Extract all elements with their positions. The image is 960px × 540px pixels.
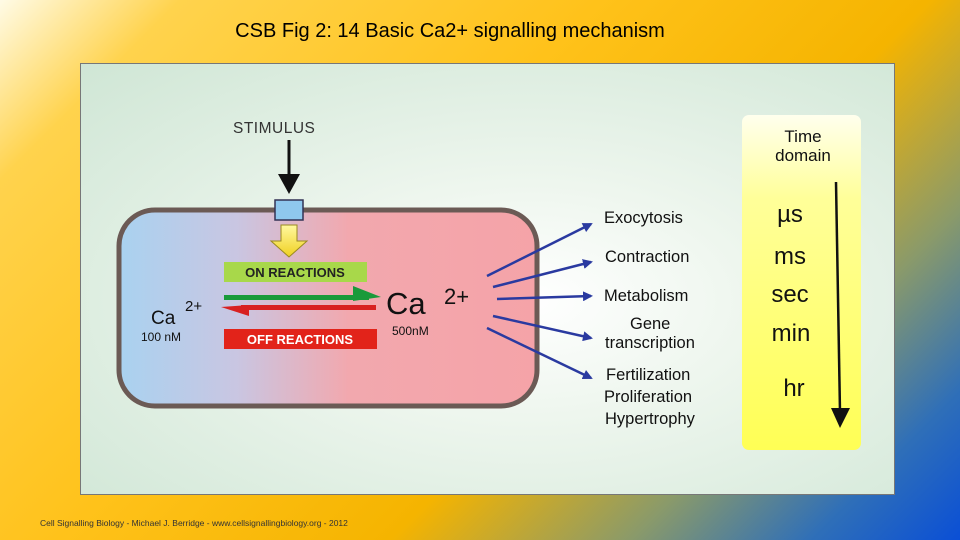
time-arrow-shaft — [834, 181, 842, 413]
output-arrow-fertilization — [486, 326, 593, 380]
output-labels: Exocytosis Contraction Metabolism Gene t… — [604, 209, 696, 428]
off-reactions-label: OFF REACTIONS — [247, 332, 353, 347]
output-arrow-metabolism — [496, 291, 593, 302]
output-arrow-gene-transcription — [492, 314, 593, 342]
red-arrow-head — [221, 305, 249, 316]
on-reactions-bar — [224, 262, 367, 282]
receptor-box — [274, 199, 304, 221]
ca-active-symbol: Ca — [386, 286, 426, 321]
output-label-proliferation: Proliferation — [604, 388, 692, 406]
footer-credit: Cell Signalling Biology - Michael J. Ber… — [40, 518, 348, 528]
output-label-transcription: transcription — [605, 334, 695, 352]
ca-active-charge: 2+ — [444, 284, 469, 309]
time-domain-panel — [742, 115, 861, 450]
diagram-svg: STIMULUS ON REACTIONS OFF REACTIONS Ca 2… — [116, 115, 861, 450]
output-label-fertilization: Fertilization — [606, 366, 690, 384]
time-unit-minutes: min — [772, 320, 811, 347]
output-label-contraction: Contraction — [605, 248, 689, 266]
green-arrow-head — [353, 286, 381, 301]
time-unit-seconds: sec — [771, 281, 808, 308]
off-reactions-bar — [224, 329, 377, 349]
output-label-metabolism: Metabolism — [604, 287, 688, 305]
time-arrow-head — [831, 408, 850, 428]
time-unit-microseconds: µs — [777, 201, 803, 228]
time-unit-hours: hr — [783, 375, 804, 402]
output-arrow-contraction — [492, 259, 593, 289]
red-arrow-shaft — [241, 305, 376, 310]
time-unit-milliseconds: ms — [774, 243, 806, 270]
time-domain-title-1: Time — [784, 127, 821, 146]
ca-rest-concentration: 100 nM — [141, 330, 181, 344]
output-label-exocytosis: Exocytosis — [604, 209, 683, 227]
on-reactions-label: ON REACTIONS — [245, 265, 345, 280]
output-label-hypertrophy: Hypertrophy — [605, 410, 696, 428]
output-arrow-exocytosis — [486, 222, 593, 278]
slide-title: CSB Fig 2: 14 Basic Ca2+ signalling mech… — [235, 20, 665, 42]
time-domain-title-2: domain — [775, 146, 831, 165]
green-arrow-shaft — [224, 295, 369, 300]
stimulus-arrow-head — [278, 174, 300, 194]
ca-rest-charge: 2+ — [185, 298, 202, 315]
ca-rest-symbol: Ca — [151, 308, 176, 329]
yellow-signal-arrow — [269, 224, 309, 258]
stimulus-label: STIMULUS — [233, 120, 315, 137]
ca-active-concentration: 500nM — [392, 324, 429, 338]
signalling-diagram: STIMULUS ON REACTIONS OFF REACTIONS Ca 2… — [80, 63, 895, 495]
output-label-gene: Gene — [630, 315, 670, 333]
